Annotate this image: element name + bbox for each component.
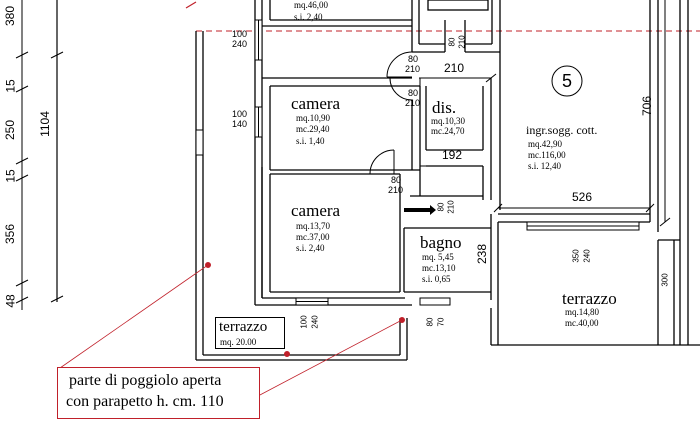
terrazzo-right-area: mq.14,80: [565, 307, 600, 317]
ingresso-name: ingr.sogg. cott.: [526, 123, 598, 137]
dim-706: 706: [640, 95, 655, 117]
callout-markers: [59, 262, 405, 397]
unit-circle: [551, 65, 583, 97]
dim-250: 250: [3, 119, 18, 141]
bagno-name: bagno: [420, 233, 462, 252]
dim-1104: 1104: [37, 111, 52, 137]
dim-ticks-left: [15, 51, 64, 304]
terrazzo-right-name: terrazzo: [562, 289, 617, 308]
section-marker: [185, 1, 197, 9]
win-label-350: 350: [571, 249, 581, 263]
door-label-80-a: 80: [408, 54, 419, 64]
door-swings: [369, 51, 421, 175]
door-label-80-c: 80: [391, 175, 402, 185]
win-label-240-top: 240: [232, 39, 248, 49]
bagno-si: s.i. 0,65: [422, 274, 451, 284]
door-label-210-c: 210: [388, 185, 404, 195]
unit-number: 5: [562, 71, 573, 91]
win-label-100-top: 100: [232, 29, 248, 39]
door-label-top: 80: [447, 37, 457, 47]
callout-line1: parte di poggiolo aperta: [69, 372, 222, 389]
dim-526: 526: [572, 190, 593, 204]
dimension-lines: [419, 0, 671, 300]
terrazzo-right-volume: mc.40,00: [565, 318, 599, 328]
terrazzo-left-name: terrazzo: [219, 319, 268, 335]
door-label-210-a: 210: [405, 64, 421, 74]
dim-15b: 15: [3, 169, 18, 183]
terrazzo-left-area: mq. 20.00: [220, 337, 257, 347]
dim-15a: 15: [3, 79, 18, 93]
dim-210: 210: [444, 61, 465, 75]
dis-volume: mc.24,70: [431, 126, 465, 136]
dim-238: 238: [475, 243, 490, 265]
win-label-100-mid: 100: [232, 109, 248, 119]
ingresso-volume: mc.116,00: [528, 150, 566, 160]
camera2-name: camera: [291, 201, 341, 220]
callout-line2: con parapetto h. cm. 110: [66, 392, 224, 410]
camera2-si: s.i. 2,40: [296, 243, 325, 253]
dim-192: 192: [442, 148, 463, 162]
dis-name: dis.: [432, 98, 457, 117]
bagno-area: mq. 5,45: [422, 252, 454, 262]
camera2-volume: mc.37,00: [296, 232, 330, 242]
door-label-80-b: 80: [408, 88, 419, 98]
windows: [195, 19, 640, 306]
ingresso-area: mq.42,90: [528, 139, 563, 149]
walls: [195, 0, 700, 361]
camera1-area: mq.10,90: [296, 113, 331, 123]
door-label-bagno-210: 210: [446, 200, 456, 214]
dim-356: 356: [3, 223, 18, 245]
callout-note: parte di poggiolo aperta con parapetto h…: [57, 367, 260, 419]
top-room-si: s.i. 2,40: [294, 12, 323, 22]
dis-area: mq.10,30: [431, 116, 466, 126]
win-label-240-big: 240: [582, 249, 592, 263]
dim-300: 300: [660, 273, 670, 287]
bagno-volume: mc.13,10: [422, 263, 456, 273]
dim-380: 380: [3, 5, 18, 27]
camera1-si: s.i. 1,40: [296, 136, 325, 146]
terrazzo-left-box: terrazzo mq. 20.00: [215, 317, 285, 349]
door-label-80-terrace: 80: [425, 317, 435, 327]
camera2-area: mq.13,70: [296, 221, 331, 231]
door-label-70-terrace: 70: [436, 317, 446, 327]
win-label-100-bottom: 100: [299, 315, 309, 329]
door-label-210-b: 210: [405, 98, 421, 108]
door-label-bagno-80: 80: [436, 202, 446, 212]
door-label-top-210: 210: [457, 35, 467, 49]
win-label-240-bottom: 240: [310, 315, 320, 329]
top-room-area: mq.46,00: [294, 0, 329, 10]
ingresso-si: s.i. 12,40: [528, 161, 562, 171]
win-label-140-mid: 140: [232, 119, 248, 129]
dim-48: 48: [3, 294, 18, 308]
camera1-name: camera: [291, 94, 341, 113]
camera1-volume: mc.29,40: [296, 124, 330, 134]
entry-arrow: [404, 205, 436, 215]
